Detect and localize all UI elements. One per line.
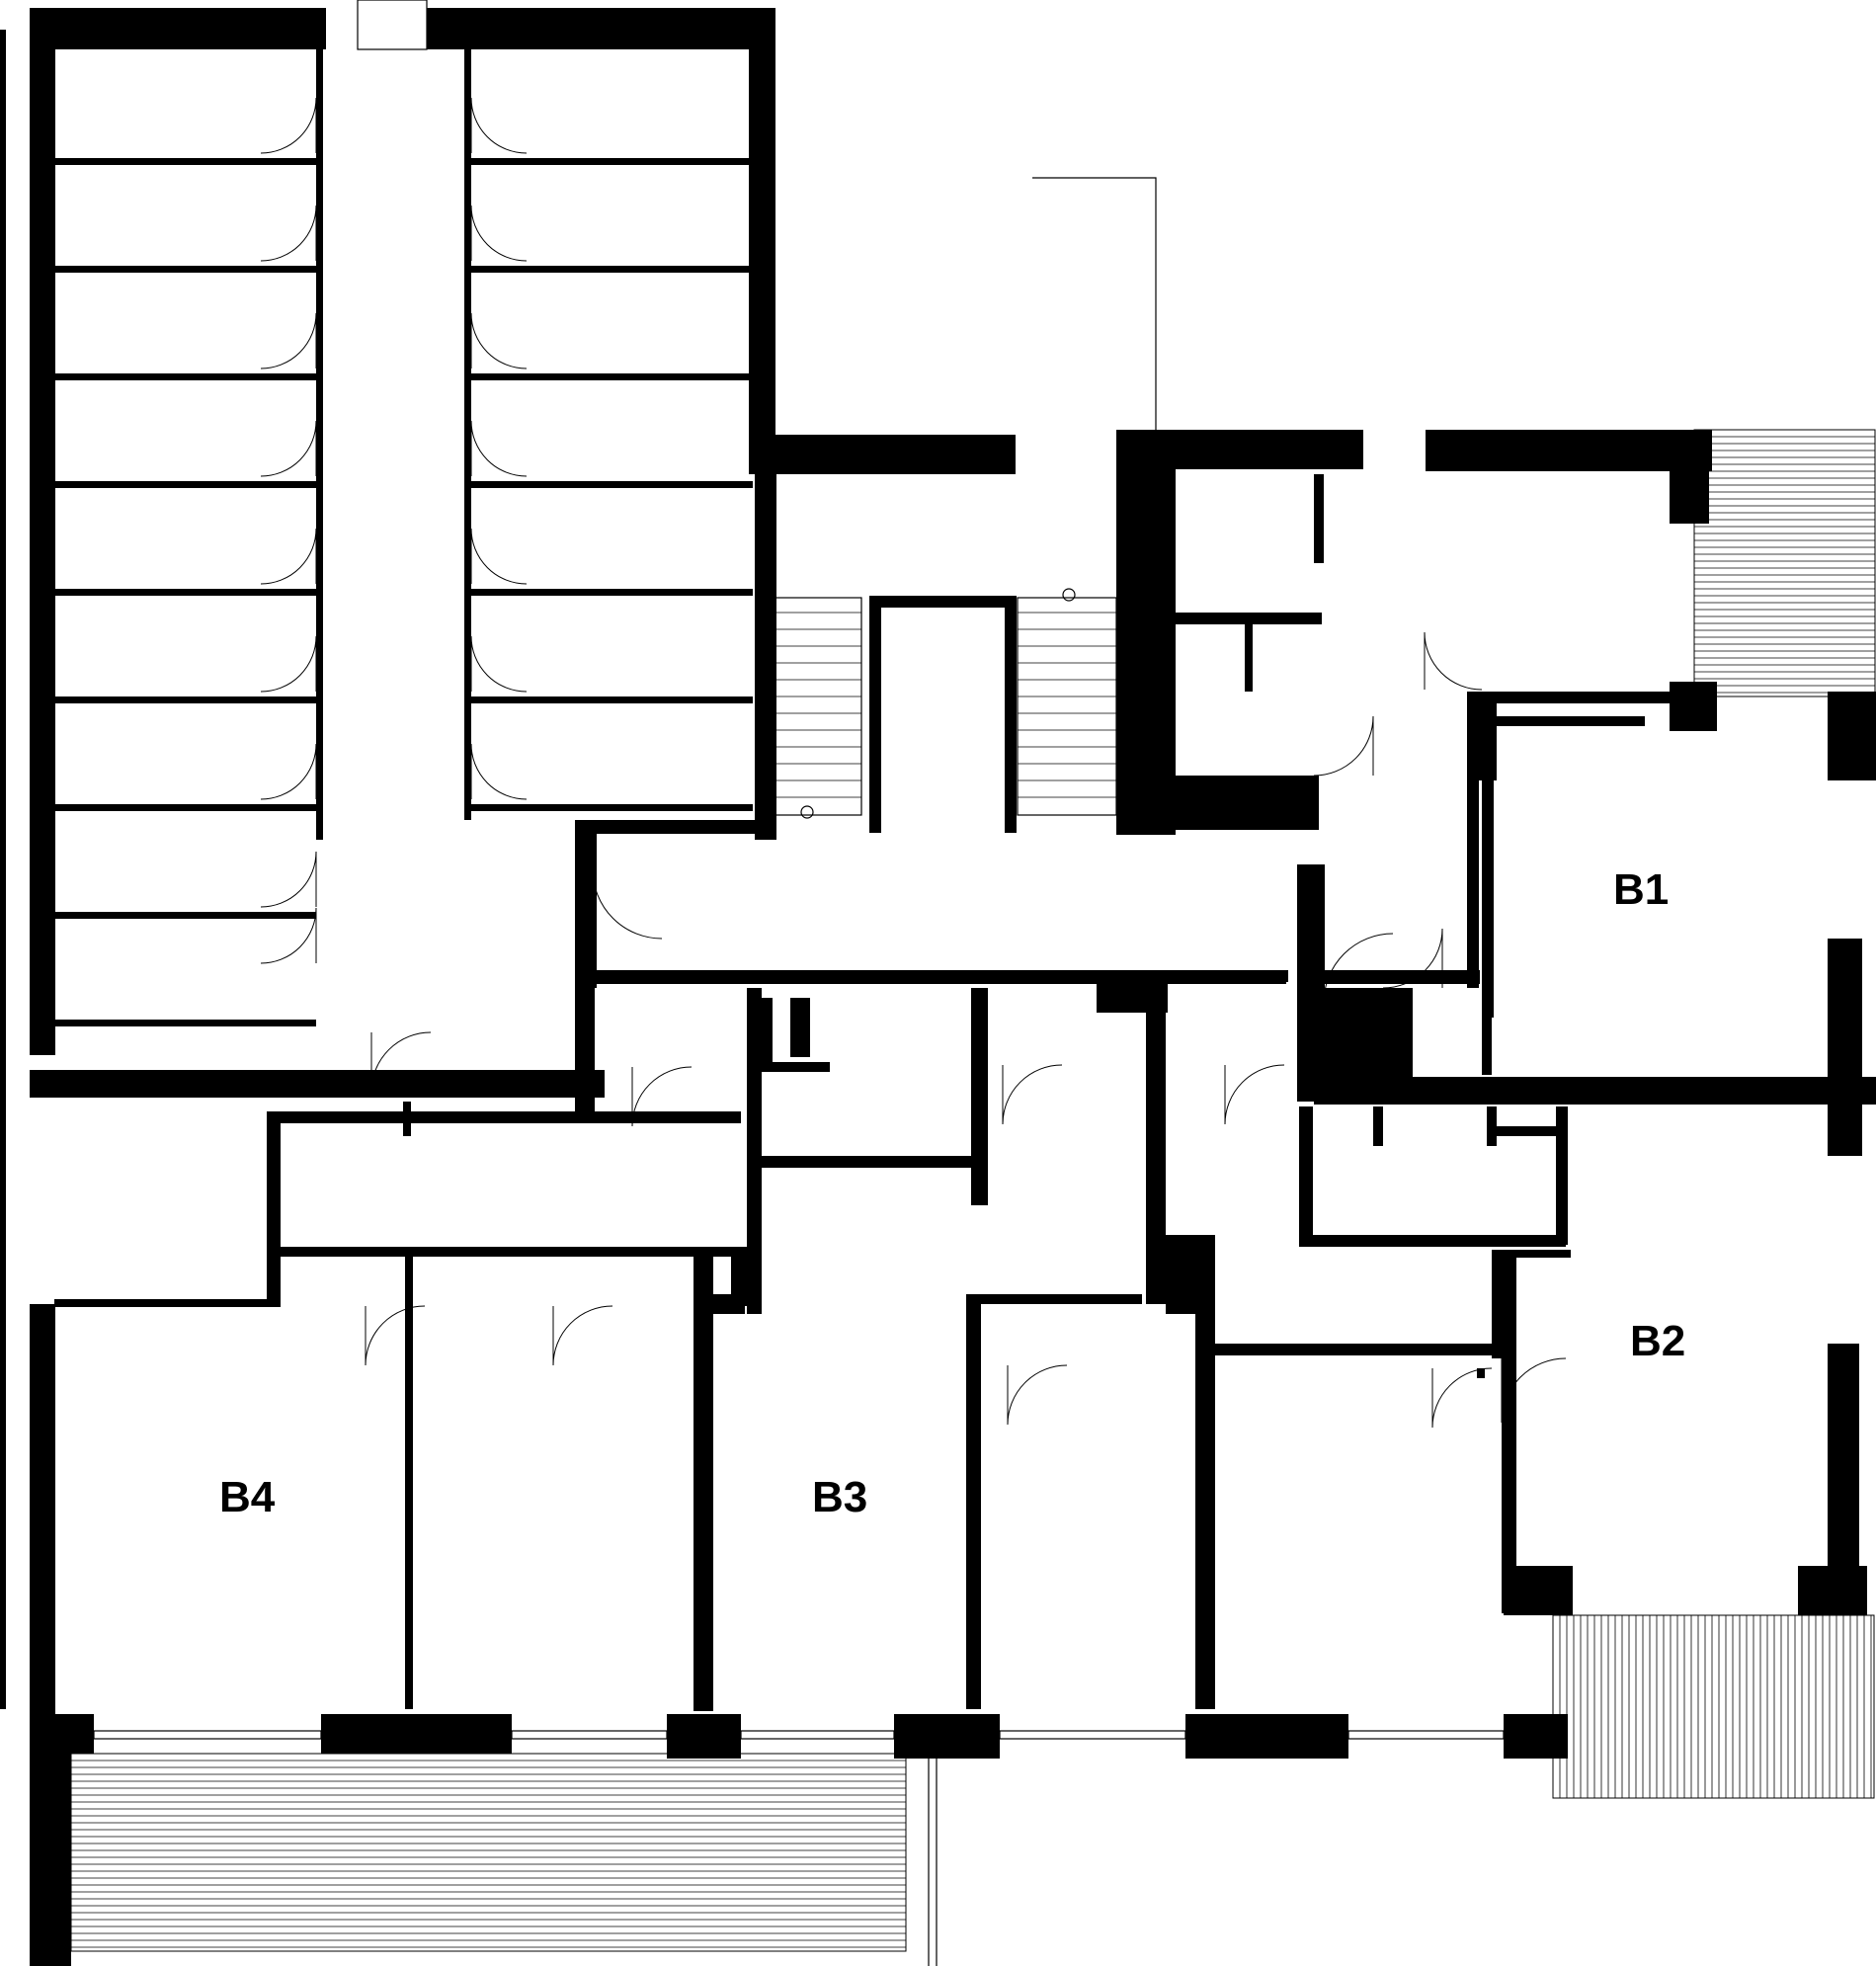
storage-wing bbox=[0, 0, 1016, 1709]
door-swing bbox=[1323, 933, 1394, 1004]
door-swing bbox=[260, 743, 317, 800]
storage-partition bbox=[55, 373, 316, 380]
terrace-right-bottom bbox=[1552, 1614, 1875, 1799]
storage-partition bbox=[471, 589, 753, 596]
storage-partition bbox=[471, 696, 753, 703]
door-swing bbox=[260, 97, 317, 154]
terrace-outline bbox=[1693, 429, 1876, 697]
b1-walls bbox=[1314, 430, 1876, 1156]
corridor-walls bbox=[575, 692, 1876, 1247]
storage-partition bbox=[55, 912, 316, 919]
apartment-walls bbox=[30, 988, 1867, 1739]
terrace-outline bbox=[1552, 1614, 1875, 1799]
door-swing bbox=[470, 97, 528, 154]
terrace-right-top bbox=[1693, 429, 1876, 697]
door-swing bbox=[470, 312, 528, 369]
stair-core bbox=[575, 177, 1712, 988]
door-swing bbox=[260, 420, 317, 477]
storage-partition bbox=[471, 158, 753, 165]
door-swing bbox=[592, 868, 663, 940]
door-swing bbox=[470, 420, 528, 477]
storage-partition bbox=[55, 1020, 316, 1026]
door-swing bbox=[260, 907, 317, 964]
door-swing bbox=[1382, 928, 1443, 989]
door-swing bbox=[552, 1305, 613, 1366]
door-swing bbox=[470, 205, 528, 262]
storage-partition bbox=[471, 804, 753, 811]
storage-partition bbox=[55, 804, 316, 811]
terrace-outline bbox=[70, 1753, 907, 1952]
door-swing bbox=[260, 205, 317, 262]
storage-partition bbox=[55, 158, 316, 165]
door-swing bbox=[470, 635, 528, 693]
door-swing bbox=[1313, 715, 1374, 777]
door-swing bbox=[470, 743, 528, 800]
door-swing bbox=[1431, 1367, 1493, 1429]
door-swing bbox=[365, 1305, 426, 1366]
doors bbox=[260, 97, 1567, 1429]
door-swing bbox=[370, 1031, 432, 1093]
terrace-bottom bbox=[70, 1753, 907, 1952]
storage-partition bbox=[471, 481, 753, 488]
door-swing bbox=[260, 635, 317, 693]
facade-bottom bbox=[30, 1714, 1568, 1966]
storage-partition bbox=[55, 481, 316, 488]
unit-label-b4: B4 bbox=[219, 1473, 276, 1521]
door-swing bbox=[631, 1066, 693, 1127]
door-swing bbox=[1007, 1364, 1068, 1426]
unit-label-b2: B2 bbox=[1630, 1317, 1685, 1365]
unit-label-b1: B1 bbox=[1613, 865, 1669, 914]
storage-partition bbox=[471, 373, 753, 380]
door-swing bbox=[260, 851, 317, 908]
storage-partition bbox=[55, 266, 316, 273]
storage-partition bbox=[471, 266, 753, 273]
door-swing bbox=[1424, 631, 1483, 691]
door-swing bbox=[260, 528, 317, 585]
unit-label-b3: B3 bbox=[812, 1473, 867, 1521]
storage-partition bbox=[55, 696, 316, 703]
door-swing bbox=[470, 528, 528, 585]
door-swing bbox=[1002, 1064, 1063, 1125]
storage-partition bbox=[55, 589, 316, 596]
door-swing bbox=[1501, 1357, 1567, 1424]
door-swing bbox=[260, 312, 317, 369]
door-swing bbox=[1224, 1064, 1285, 1125]
